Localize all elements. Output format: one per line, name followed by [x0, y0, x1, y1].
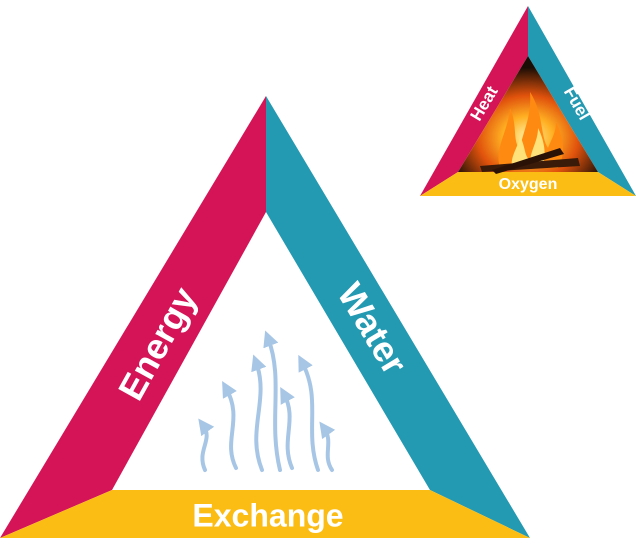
campfire-image — [458, 56, 598, 174]
oxygen-label: Oxygen — [499, 176, 558, 193]
vapor-arrow — [280, 386, 295, 470]
vapor-arrow — [298, 354, 320, 472]
exchange-side — [0, 490, 530, 538]
water-side — [266, 96, 530, 538]
vapor-arrow — [263, 330, 282, 472]
vapor-arrow — [251, 354, 267, 472]
small-fire-triangle: Heat Fuel Oxygen — [420, 6, 636, 196]
rising-vapor-arrows-icon — [198, 330, 336, 472]
vapor-arrow — [198, 418, 215, 472]
oxygen-side — [420, 172, 636, 196]
vapor-arrow — [319, 421, 336, 472]
energy-side — [0, 96, 266, 538]
exchange-label: Exchange — [192, 497, 343, 533]
flame — [498, 92, 563, 168]
vapor-arrow — [222, 381, 238, 470]
heat-side — [420, 6, 528, 196]
burning-log — [492, 148, 564, 174]
fuel-side — [528, 6, 636, 196]
fire-background — [458, 56, 598, 172]
